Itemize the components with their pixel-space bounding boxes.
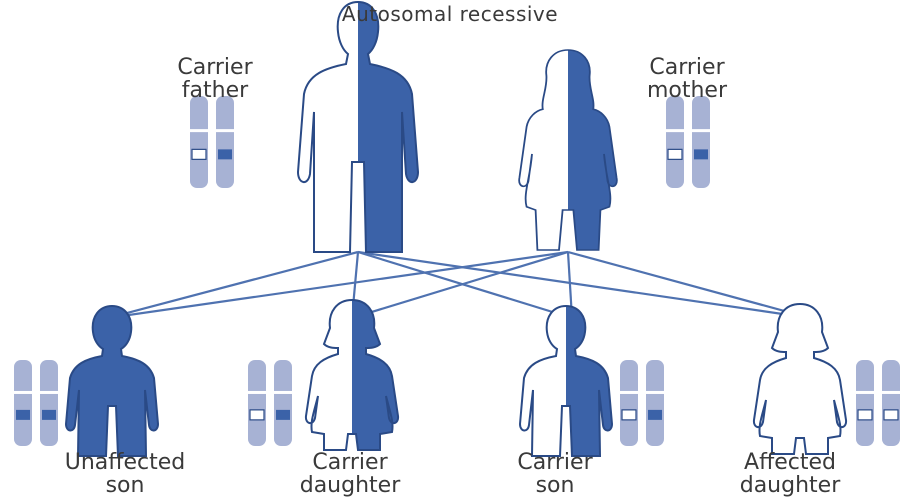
label-line: Carrier [495,451,615,474]
centromere [40,391,58,394]
label-carrier-daughter: Carrier daughter [275,451,425,497]
gene-band [250,410,264,420]
label-carrier-father: Carrier father [150,56,280,102]
chromosome [882,360,900,446]
centromere [14,391,32,394]
gene-band [276,410,290,420]
chromosome [190,96,208,188]
centromere [692,129,710,132]
gene-band [16,410,30,420]
chromosome [40,360,58,446]
carrier-daughter-figure [306,300,398,450]
carrier-father-figure [298,2,418,252]
label-line: Affected [705,451,875,474]
affected-daughter-figure [754,304,846,454]
gene-band [648,410,662,420]
gene-band [622,410,636,420]
label-line: Carrier [150,56,280,79]
chromosome [14,360,32,446]
line-father-child1 [108,252,358,318]
chromosome [620,360,638,446]
label-line: Carrier [275,451,425,474]
centromere [856,391,874,394]
unaffected-son-figure [66,306,158,456]
line-father-child3 [358,252,572,318]
centromere [620,391,638,394]
son2-chromosomes [620,360,664,446]
chromosome [856,360,874,446]
label-unaffected-son: Unaffected son [30,451,220,497]
gene-band [858,410,872,420]
chromosome [666,96,684,188]
centromere [248,391,266,394]
chromosome [274,360,292,446]
carrier-son-figure [520,306,612,456]
centromere [274,391,292,394]
centromere [646,391,664,394]
label-carrier-mother: Carrier mother [622,56,752,102]
daughter2-chromosomes [856,360,900,446]
label-line: son [495,474,615,497]
diagram-title: Autosomal recessive [0,4,900,25]
father-chromosomes [190,96,234,188]
gene-band [694,149,708,159]
label-line: daughter [275,474,425,497]
daughter-chromosomes [248,360,292,446]
mother-chromosomes [666,96,710,188]
centromere [190,129,208,132]
centromere [666,129,684,132]
label-line: father [150,79,280,102]
label-carrier-son: Carrier son [495,451,615,497]
gene-band [192,149,206,159]
son1-chromosomes [14,360,58,446]
label-line: son [30,474,220,497]
label-line: Carrier [622,56,752,79]
label-affected-daughter: Affected daughter [705,451,875,497]
label-line: mother [622,79,752,102]
line-mother-child4 [568,252,810,318]
gene-band [884,410,898,420]
chromosome [248,360,266,446]
line-father-child4 [358,252,810,318]
inheritance-lines [108,252,810,318]
centromere [216,129,234,132]
chromosome [646,360,664,446]
line-mother-child2 [352,252,568,318]
chromosome [216,96,234,188]
gene-band [218,149,232,159]
gene-band [42,410,56,420]
label-line: daughter [705,474,875,497]
chromosome [692,96,710,188]
label-line: Unaffected [30,451,220,474]
carrier-mother-figure [519,50,617,250]
gene-band [668,149,682,159]
centromere [882,391,900,394]
